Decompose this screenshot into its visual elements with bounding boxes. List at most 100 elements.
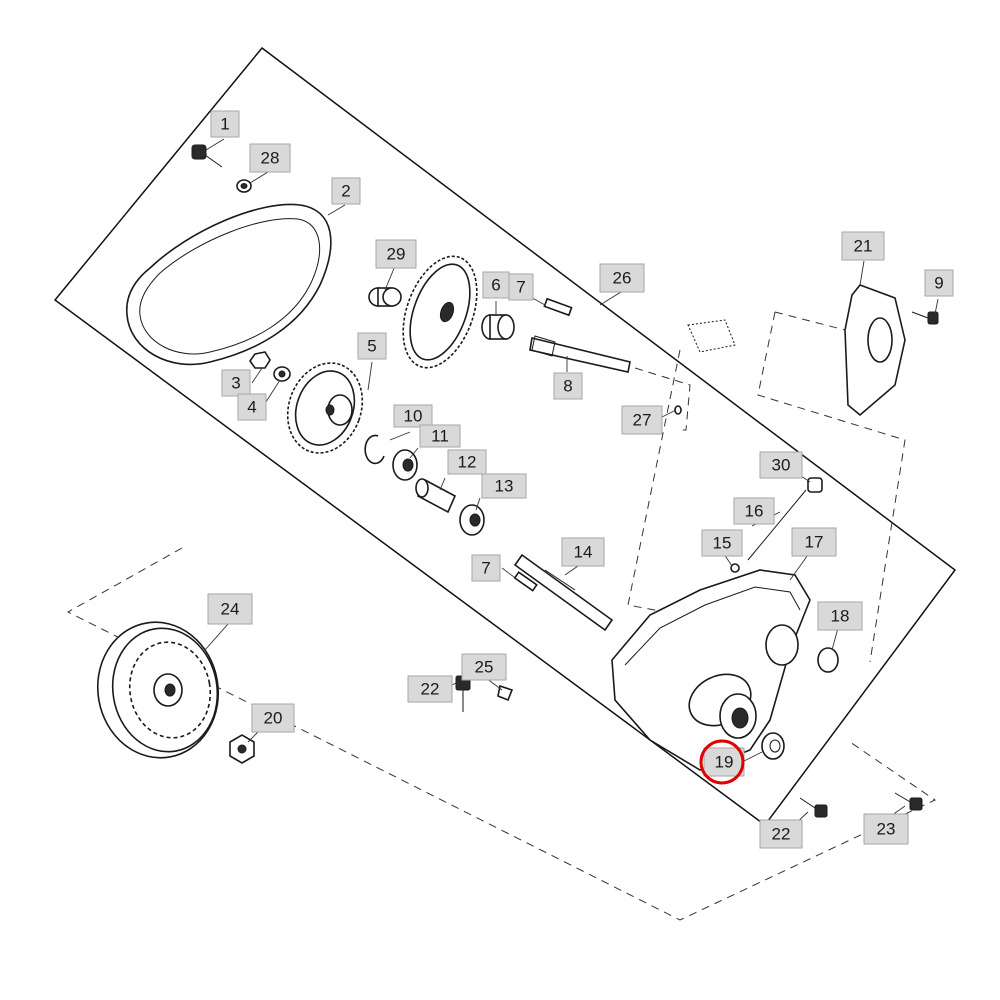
callout-22-lower: 22 [759,819,803,849]
callout-19-label: 19 [715,753,734,772]
callout-5-label: 5 [367,337,376,356]
callout-5: 5 [357,332,387,360]
bolt-9 [911,311,939,325]
callout-8: 8 [553,372,583,400]
callout-14: 14 [561,537,605,567]
callout-2: 2 [331,177,361,205]
callout-19: 19 [703,747,745,777]
callout-2-label: 2 [341,182,350,201]
callout-25-label: 25 [475,658,494,677]
shaft-8 [529,335,631,373]
washer-28 [236,179,252,193]
callout-17-label: 17 [805,533,824,552]
callout-27: 27 [621,405,663,435]
callout-12-label: 12 [458,453,477,472]
callout-1-label: 1 [220,115,229,134]
callout-13: 13 [481,473,527,499]
cover-group-outline [757,311,906,663]
plug-30 [807,477,823,493]
callout-11-label: 11 [431,427,449,446]
callout-10: 10 [393,404,433,428]
callout-26-label: 26 [613,269,632,288]
callout-3-label: 3 [231,374,240,393]
callout-8-label: 8 [563,377,572,396]
callout-21: 21 [841,231,885,261]
bearing-13 [459,504,485,536]
washer-4 [273,366,291,382]
callout-3: 3 [221,369,251,397]
callout-14-label: 14 [574,543,593,562]
callout-4-label: 4 [247,398,256,417]
spacer-12 [415,478,457,514]
callout-29-label: 29 [387,245,406,264]
callout-20-label: 20 [264,709,283,728]
clip-15 [730,563,740,573]
bolt-22-lower [799,797,828,818]
callout-7-upper: 7 [508,273,534,301]
callout-15-label: 15 [713,534,732,553]
callout-11: 11 [419,424,461,448]
key-7-upper [543,297,573,317]
callout-30: 30 [759,451,803,479]
pulley-group-outline [66,547,937,921]
bushing-29 [368,287,402,307]
shaft-axis [634,367,691,431]
callout-18: 18 [817,601,863,631]
callout-22-upper: 22 [407,675,453,703]
callout-9: 9 [924,269,954,297]
callout-28-label: 28 [261,149,280,168]
callout-24-label: 24 [221,600,240,619]
callout-22-upper-label: 22 [421,680,440,699]
callout-15: 15 [701,529,743,557]
highlight-circle [699,739,745,785]
bearing-6 [481,314,515,340]
callout-7-lower-label: 7 [481,559,490,578]
cover-group-outline-left [627,349,681,613]
dipstick-16 [747,489,807,561]
sprocket-5 [286,362,364,454]
pulley-24 [96,621,220,759]
callout-18-label: 18 [831,607,850,626]
callout-10-label: 10 [404,407,423,426]
callout-23-label: 23 [877,820,896,839]
housing-17 [611,569,811,771]
callout-7-lower: 7 [471,554,501,582]
callout-24: 24 [207,593,253,625]
callout-28: 28 [249,143,291,173]
gasket-2 [125,203,332,366]
callout-29: 29 [375,239,417,269]
callout-13-label: 13 [495,477,514,496]
bushing-18 [817,647,839,673]
callout-1: 1 [210,110,240,138]
key-7-lower [513,571,538,592]
sprocket-large [402,255,478,369]
callout-7-upper-label: 7 [516,278,525,297]
callout-17: 17 [791,527,837,557]
shaft-14 [513,553,614,632]
bolt-22-upper [455,675,471,712]
decal-block [687,319,736,353]
callout-16: 16 [733,497,775,525]
callout-23: 23 [863,813,909,845]
cover-group-outline-top [774,311,846,331]
seal-19 [761,732,785,760]
cover-plate-21 [844,284,906,417]
callout-30-label: 30 [772,456,791,475]
nut-3 [249,351,271,369]
callout-6: 6 [482,271,510,299]
callout-22-lower-label: 22 [772,825,791,844]
bolt-1 [191,144,223,168]
bearing-11 [392,449,418,481]
callout-9-label: 9 [934,274,943,293]
callout-6-label: 6 [491,276,500,295]
bolt-23 [894,792,923,811]
callout-4: 4 [237,393,267,421]
callout-12: 12 [447,449,487,475]
snap-ring-10 [364,434,385,465]
callout-25: 25 [461,653,507,681]
callout-16-label: 16 [745,502,764,521]
callout-21-label: 21 [854,237,873,256]
callout-26: 26 [599,263,645,293]
callout-20: 20 [251,703,295,733]
